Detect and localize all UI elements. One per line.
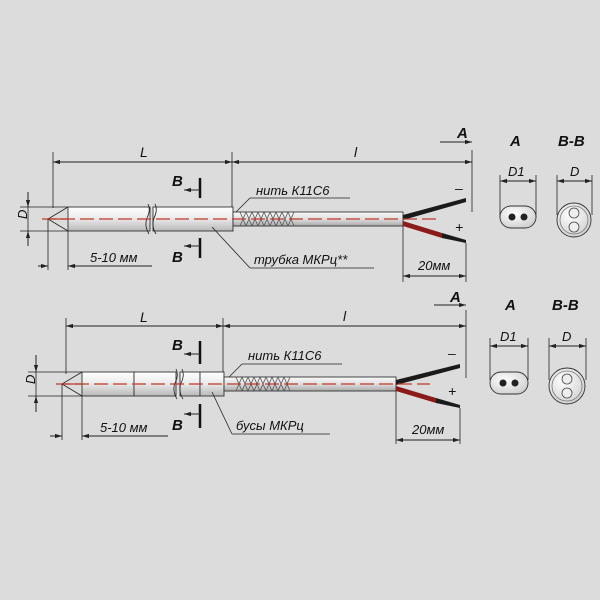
diagram-2: L l A D – + B B bbox=[23, 289, 587, 444]
view-a-section-2 bbox=[489, 371, 529, 395]
lead-minus bbox=[403, 198, 466, 220]
view-a-marker-2: A bbox=[449, 289, 461, 306]
view-a-dim-2: D1 bbox=[500, 329, 517, 344]
view-bb-section bbox=[556, 202, 592, 238]
view-bb-dim: D bbox=[570, 164, 579, 179]
plus-sign: + bbox=[455, 219, 463, 235]
minus-sign: – bbox=[454, 180, 463, 196]
dim-l-label-2: l bbox=[343, 308, 347, 324]
dim-tip-label: 5-10 мм bbox=[90, 250, 138, 265]
diagram-1: L l A D – + bbox=[15, 125, 593, 282]
view-bb-title-2: B-B bbox=[552, 297, 579, 314]
dim-lead-label-2: 20мм bbox=[411, 422, 444, 437]
view-a-marker: A bbox=[456, 125, 468, 142]
dim-L-label-2: L bbox=[140, 309, 148, 325]
view-a-title-2: A bbox=[504, 297, 516, 314]
minus-sign-2: – bbox=[447, 345, 456, 361]
view-bb-title: B-B bbox=[558, 133, 585, 150]
dim-L-label: L bbox=[140, 144, 148, 160]
label-insulator-2: бусы МКРц bbox=[236, 418, 304, 433]
view-a-section bbox=[499, 205, 537, 229]
label-thread-2: нить К11С6 bbox=[248, 348, 322, 363]
dim-tip-label-2: 5-10 мм bbox=[100, 420, 148, 435]
dim-lead-label: 20мм bbox=[417, 258, 450, 273]
plus-sign-2: + bbox=[448, 383, 456, 399]
dim-l-label: l bbox=[354, 144, 358, 160]
view-a-title: A bbox=[509, 133, 521, 150]
section-mark-bottom-2: B bbox=[172, 417, 183, 434]
dim-D-label-2: D bbox=[23, 375, 38, 384]
section-mark-bottom: B bbox=[172, 249, 183, 266]
view-bb-section-2 bbox=[548, 367, 586, 405]
lead-plus-2 bbox=[396, 386, 436, 403]
view-a-dim: D1 bbox=[508, 164, 525, 179]
label-insulator: трубка МКРц** bbox=[254, 252, 348, 267]
dim-D-label: D bbox=[15, 210, 30, 219]
section-mark-top: B bbox=[172, 173, 183, 190]
lead-minus-2 bbox=[396, 364, 460, 385]
view-bb-dim-2: D bbox=[562, 329, 571, 344]
label-thread: нить К11С6 bbox=[256, 183, 330, 198]
section-mark-top-2: B bbox=[172, 337, 183, 354]
lead-plus bbox=[403, 221, 442, 238]
